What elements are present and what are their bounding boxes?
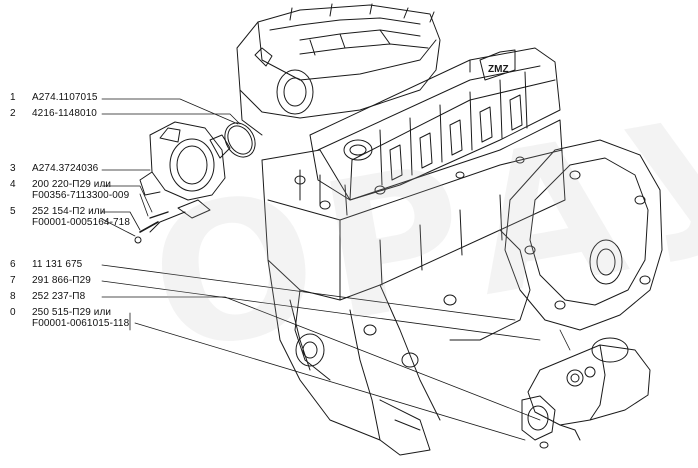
callout-number: 0 [10,307,16,318]
throttle-body [139,121,231,201]
starter-motor [521,337,651,449]
part-number-alt: F00001-0005164-718 [32,217,130,228]
part-number: 4216-1148010 [32,108,97,119]
bracket [134,199,211,244]
part-number: 200 220-П29 или [32,179,112,190]
part-number: 291 866-П29 [32,275,91,286]
part-number: A274.3724036 [32,163,99,174]
part-number-alt: F00356-7113300-009 [32,190,130,201]
part-number: 250 515-П29 или [32,307,112,318]
callout-number: 1 [10,92,16,103]
callout-number: 6 [10,259,16,270]
part-number: 252 237-П8 [32,291,86,302]
valve-cover: ZMZ [309,47,561,201]
callout-number: 7 [10,275,16,286]
part-number: 252 154-П2 или [32,206,106,217]
leader-lines [101,98,571,441]
callout-number: 8 [10,291,16,302]
callout-number: 3 [10,163,16,174]
callout-number: 4 [10,179,16,190]
svg-text:ZMZ: ZMZ [488,64,509,75]
part-number: A274.1107015 [32,92,98,103]
callout-number: 5 [10,206,16,217]
intake-manifold [236,3,441,136]
flywheel-housing [449,139,663,341]
engine-block [261,119,566,456]
callout-number: 2 [10,108,16,119]
part-number: 11 131 675 [32,259,83,270]
part-number-alt: F00001-0061015-118 [32,318,130,329]
gasket-ring [224,122,256,158]
